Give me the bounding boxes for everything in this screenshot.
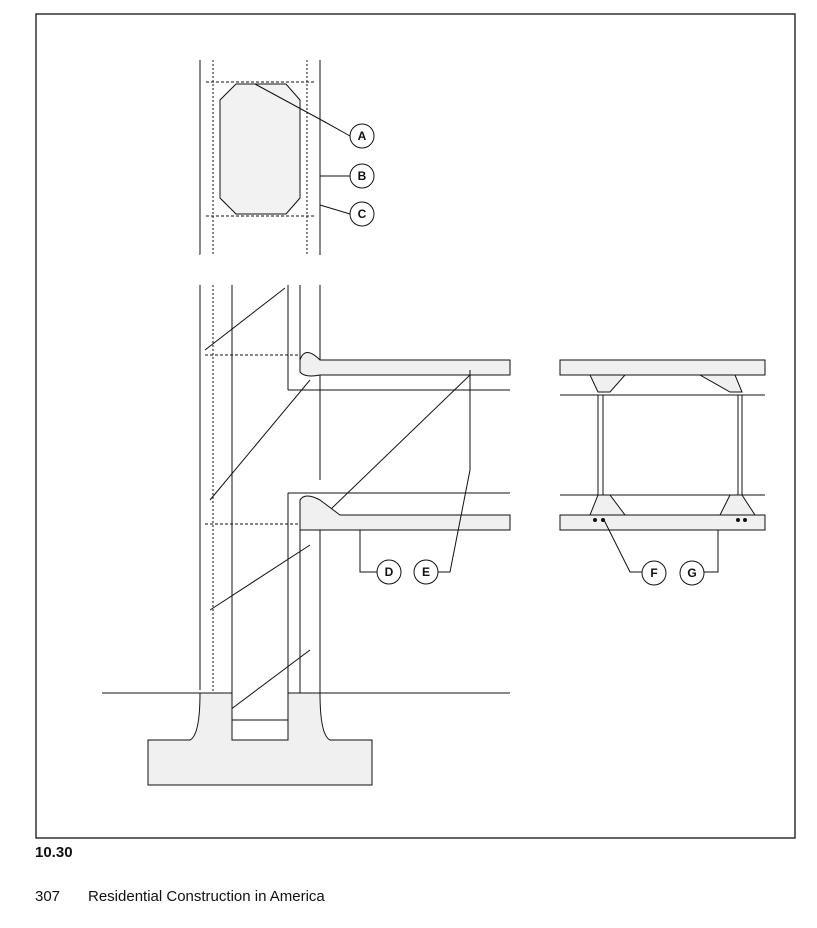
lower-slab [288,492,511,531]
callout-d [376,559,402,585]
figure-frame [35,13,796,839]
callout-label-g: G [687,566,696,580]
figure-number: 10.30 [35,844,73,861]
page-number: 307 [35,888,61,905]
callout-f [641,560,667,586]
callout-label-e: E [422,565,430,579]
callout-label-d: D [385,565,394,579]
floor-section [559,359,766,531]
callout-a [349,123,375,149]
callout-e [413,559,439,585]
callout-label-f: F [650,566,657,580]
leader-lines [254,83,719,573]
wall-plan-section [199,60,321,256]
footing [147,692,373,786]
callout-label-a: A [358,129,367,143]
callout-b [349,163,375,189]
upper-slab [288,352,511,480]
book-title: Residential Construction in America [88,888,325,905]
callout-label-b: B [358,169,367,183]
callout-label-c: C [358,207,367,221]
callout-g [679,560,705,586]
callout-c [349,201,375,227]
